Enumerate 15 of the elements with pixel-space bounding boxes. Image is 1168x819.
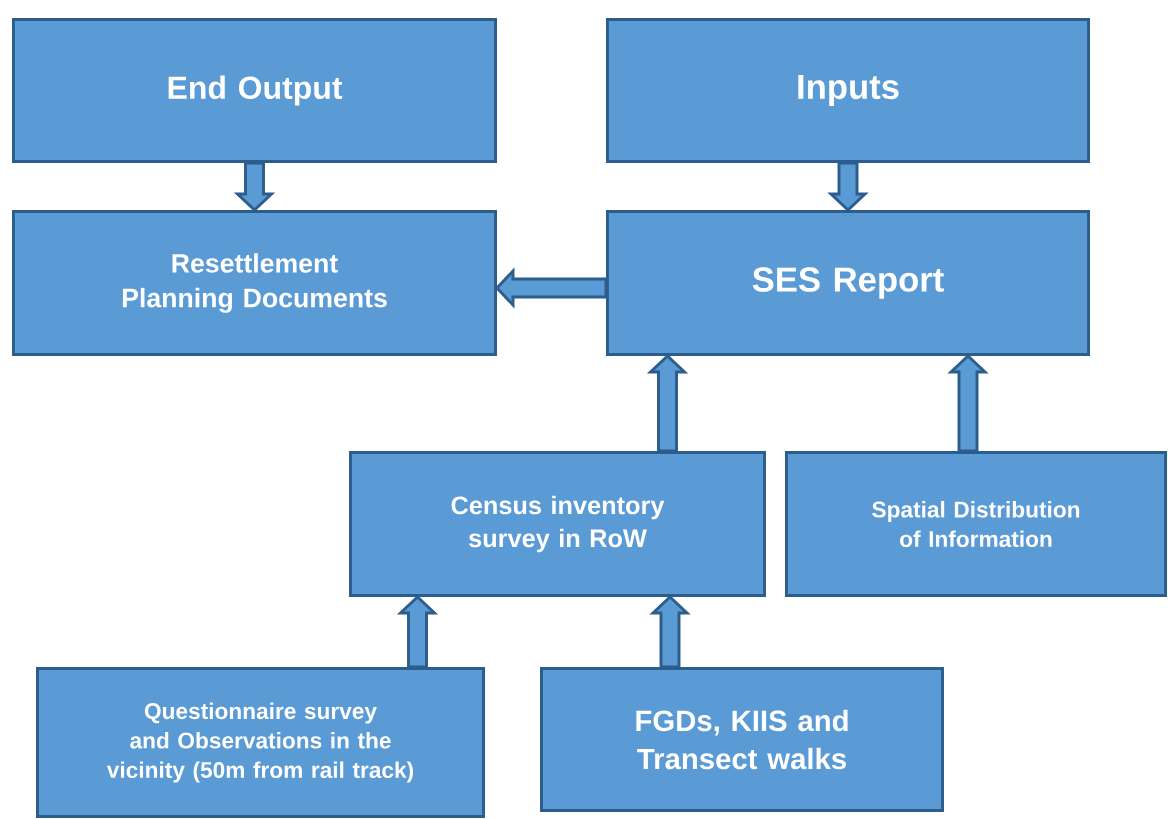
block-arrow [396,595,439,669]
block-arrow [947,354,989,453]
process-box: FGDs, KIIS and Transect walks [540,667,944,812]
process-box: Spatial Distribution of Information [785,451,1167,597]
block-arrow [495,267,608,309]
process-box: Inputs [606,18,1090,163]
process-box: Questionnaire survey and Observations in the vicinity (50m from rail track) [36,667,485,818]
block-arrow [233,161,276,213]
block-arrow [646,354,689,453]
process-box: End Output [12,18,497,163]
block-arrow [827,161,869,213]
process-box: Resettlement Planning Documents [12,210,497,356]
process-box: SES Report [606,210,1090,356]
process-box: Census inventory survey in RoW [349,451,766,597]
block-arrow [649,595,691,669]
